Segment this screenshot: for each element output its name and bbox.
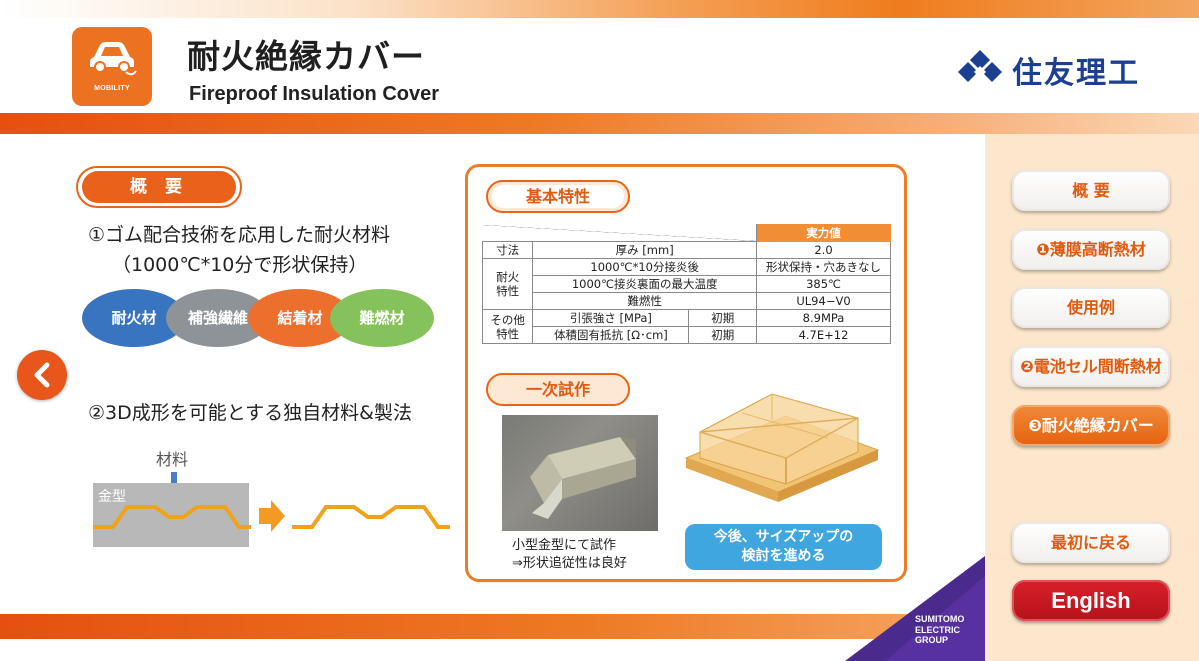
- table-row: 体積固有抵抗 [Ω･cm] 初期 4.7E+12: [483, 326, 891, 344]
- table-item-cell: 体積固有抵抗 [Ω･cm]: [532, 326, 690, 344]
- mold-label: 金型: [98, 489, 126, 505]
- next-step-callout: 今後、サイズアップの 検討を進める: [685, 524, 882, 570]
- mobility-category-icon: MOBILITY: [72, 27, 152, 106]
- overview-section-label: 概 要: [82, 171, 236, 203]
- right-arrow-icon: [259, 500, 285, 532]
- nav-use-cases-button[interactable]: 使用例: [1012, 287, 1170, 328]
- table-condition-cell: 初期: [688, 326, 757, 344]
- basic-properties-header: 基本特性: [486, 180, 630, 213]
- group-mark-icon: [845, 556, 985, 661]
- point-one-text: ①ゴム配合技術を応用した耐火材料: [88, 224, 391, 246]
- footer-band: [0, 614, 985, 639]
- nav-thin-insulator-button[interactable]: ❶薄膜高断熱材: [1012, 229, 1170, 270]
- header: MOBILITY 耐火絶縁カバー Fireproof Insulation Co…: [0, 0, 1199, 134]
- nav-overview-button[interactable]: 概 要: [1012, 170, 1170, 211]
- table-row: 寸法 厚み [mm] 2.0: [481, 241, 891, 259]
- table-item-cell: 1000℃接炎裏面の最大温度: [532, 275, 757, 293]
- table-value-cell: 形状保持・穴あきなし: [756, 258, 891, 276]
- brand-name: 住友理工: [1012, 56, 1140, 91]
- table-row: その他特性 引張強さ [MPa] 初期 8.9MPa: [481, 309, 891, 344]
- table-item-cell: 厚み [mm]: [532, 241, 757, 259]
- nav-fireproof-cover-button[interactable]: ❸耐火絶縁カバー: [1012, 405, 1170, 446]
- point-two-text: ②3D成形を可能とする独自材料&製法: [88, 402, 412, 424]
- table-corner-cell: [482, 224, 757, 242]
- basic-properties-label: 基本特性: [492, 185, 624, 208]
- brand: 住友理工: [956, 48, 1166, 91]
- side-navigation: 概 要 ❶薄膜高断熱材 使用例 ❷電池セル間断熱材 ❸耐火絶縁カバー 最初に戻る…: [985, 134, 1199, 661]
- table-category-cell: 寸法: [481, 241, 534, 259]
- chevron-left-icon: [34, 362, 50, 388]
- prototype-part-image: [530, 437, 636, 519]
- back-button[interactable]: [17, 350, 67, 400]
- formed-profile-line: [93, 505, 251, 529]
- point-one-subtext: （1000℃*10分で形状保持）: [112, 254, 368, 276]
- prototype-header: 一次試作: [486, 373, 630, 406]
- home-button[interactable]: 最初に戻る: [1012, 522, 1170, 563]
- ingredient-flame-retardant: 難燃材: [330, 289, 434, 347]
- car-icon: [90, 42, 137, 76]
- table-row: 難燃性 UL94−V0: [483, 292, 891, 310]
- table-header-row: 実力値: [482, 224, 891, 242]
- table-header-value: 実力値: [756, 224, 891, 242]
- cover-3d-render: [684, 393, 880, 502]
- app-icon-label: MOBILITY: [94, 85, 130, 92]
- page-title: 耐火絶縁カバー: [187, 37, 425, 76]
- material-label: 材料: [156, 450, 189, 469]
- prototype-caption: 小型金型にて試作 ⇒形状追従性は良好: [512, 538, 627, 571]
- ingredient-fireproof-material: 耐火材: [82, 289, 186, 347]
- group-label: SUMITOMO ELECTRIC GROUP: [915, 614, 965, 645]
- table-row: 耐火特性 1000℃*10分接炎後 形状保持・穴あきなし: [481, 258, 891, 310]
- top-decorative-stripe: [0, 0, 1199, 18]
- header-band: [0, 113, 1199, 134]
- page-subtitle: Fireproof Insulation Cover: [189, 83, 440, 105]
- nav-cell-insulator-button[interactable]: ❷電池セル間断熱材: [1012, 346, 1170, 387]
- table-value-cell: 385℃: [756, 275, 891, 293]
- table-value-cell: UL94−V0: [756, 292, 891, 310]
- table-row: 1000℃接炎裏面の最大温度 385℃: [483, 275, 891, 293]
- overview-section-header: 概 要: [76, 166, 242, 208]
- table-value-cell: 4.7E+12: [756, 326, 891, 344]
- table-item-cell: 1000℃*10分接炎後: [532, 258, 757, 276]
- spec-table: 実力値 寸法 厚み [mm] 2.0 耐火特性 1000℃*10分接炎後 形状保…: [481, 224, 891, 344]
- prototype-label: 一次試作: [492, 378, 624, 401]
- prototype-photo: [502, 415, 658, 531]
- table-condition-cell: 初期: [688, 309, 757, 327]
- table-item-cell: 引張強さ [MPa]: [532, 309, 690, 327]
- table-category-cell: 耐火特性: [481, 258, 534, 310]
- table-item-cell: 難燃性: [532, 292, 757, 310]
- sumitomo-logo-icon: [958, 50, 1002, 82]
- table-category-cell: その他特性: [481, 309, 534, 344]
- table-value-cell: 2.0: [756, 241, 891, 259]
- table-value-cell: 8.9MPa: [756, 309, 891, 327]
- formed-part-profile: [292, 505, 450, 529]
- english-button[interactable]: English: [1012, 580, 1170, 621]
